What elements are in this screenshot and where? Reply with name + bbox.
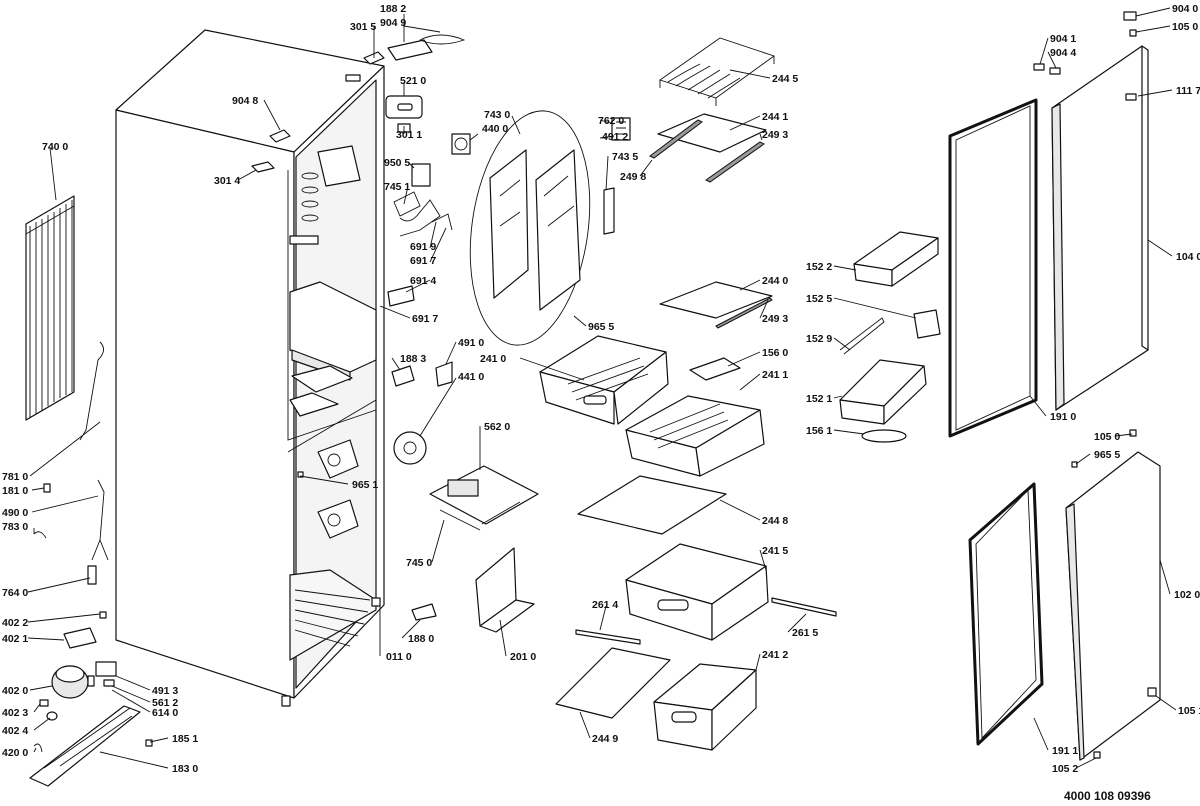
part-label: 241 1 — [762, 369, 788, 381]
part-label: 301 1 — [396, 129, 422, 141]
part-label: 188 2 — [380, 3, 406, 15]
part-label: 152 9 — [806, 333, 832, 345]
part-label: 904 9 — [380, 17, 406, 29]
part-label: 691 7 — [412, 313, 438, 325]
part-label: 743 0 — [484, 109, 510, 121]
part-label: 950 5 — [384, 157, 410, 169]
part-label: 781 0 — [2, 471, 28, 483]
freezer-door — [968, 429, 1161, 761]
part-label: 249 3 — [762, 129, 788, 141]
left-small-parts — [29, 479, 153, 787]
crisper-drawers — [539, 335, 837, 751]
part-label: 249 3 — [762, 313, 788, 325]
part-label: 105 1 — [1178, 705, 1200, 717]
part-label: 745 0 — [406, 557, 432, 569]
part-label: 420 0 — [2, 747, 28, 759]
part-label: 965 1 — [352, 479, 378, 491]
part-label: 188 0 — [408, 633, 434, 645]
part-label: 111 7 — [1176, 85, 1200, 97]
part-label: 191 0 — [1050, 411, 1076, 423]
part-label: 904 1 — [1050, 33, 1076, 45]
part-label: 183 0 — [172, 763, 198, 775]
part-label: 261 4 — [592, 599, 618, 611]
part-label: 181 0 — [2, 485, 28, 497]
part-label: 241 0 — [480, 353, 506, 365]
part-label: 764 0 — [2, 587, 28, 599]
part-label: 441 0 — [458, 371, 484, 383]
leader-lines — [27, 7, 1177, 769]
condenser-coil — [25, 195, 104, 441]
part-label: 244 5 — [772, 73, 798, 85]
part-label: 691 4 — [410, 275, 436, 287]
part-label: 241 2 — [762, 649, 788, 661]
part-label: 965 5 — [1094, 449, 1120, 461]
door-bins — [839, 231, 941, 443]
part-label: 904 0 — [1172, 3, 1198, 15]
part-label: 965 5 — [588, 321, 614, 333]
part-label: 491 0 — [458, 337, 484, 349]
part-label: 745 1 — [384, 181, 410, 193]
part-label: 244 0 — [762, 275, 788, 287]
fridge-door — [948, 11, 1149, 438]
part-label: 152 5 — [806, 293, 832, 305]
part-label: 614 0 — [152, 707, 178, 719]
part-label: 244 8 — [762, 515, 788, 527]
part-label: 011 0 — [386, 651, 412, 663]
wine-rack — [658, 37, 775, 106]
part-label: 904 8 — [232, 95, 258, 107]
part-label: 185 1 — [172, 733, 198, 745]
part-label: 105 0 — [1172, 21, 1198, 33]
part-label: 691 9 — [410, 241, 436, 253]
document-number: 4000 108 09396 — [1064, 789, 1151, 803]
part-label: 156 1 — [806, 425, 832, 437]
part-label: 490 0 — [2, 507, 28, 519]
part-label: 249 8 — [620, 171, 646, 183]
part-label: 104 0 — [1176, 251, 1200, 263]
part-label: 762 0 — [598, 115, 624, 127]
part-label: 152 2 — [806, 261, 832, 273]
part-label: 105 0 — [1094, 431, 1120, 443]
part-label: 402 1 — [2, 633, 28, 645]
part-label: 301 4 — [214, 175, 240, 187]
part-label: 402 0 — [2, 685, 28, 697]
part-labels: 301 5 188 2 904 9 904 8 521 0 301 1 301 4 743 0… — [2, 3, 1200, 775]
part-label: 105 2 — [1052, 763, 1078, 775]
part-label: 521 0 — [400, 75, 426, 87]
fan-and-brackets — [297, 361, 539, 633]
part-label: 491 2 — [602, 131, 628, 143]
part-label: 491 3 — [152, 685, 178, 697]
part-label: 188 3 — [400, 353, 426, 365]
part-label: 402 2 — [2, 617, 28, 629]
part-label: 904 4 — [1050, 47, 1076, 59]
part-label: 241 5 — [762, 545, 788, 557]
part-label: 691 7 — [410, 255, 436, 267]
air-duct-assembly — [469, 110, 631, 346]
part-label: 561 2 — [152, 697, 178, 709]
part-label: 740 0 — [42, 141, 68, 153]
part-label: 201 0 — [510, 651, 536, 663]
part-label: 743 5 — [612, 151, 638, 163]
part-label: 152 1 — [806, 393, 832, 405]
part-label: 783 0 — [2, 521, 28, 533]
part-label: 402 3 — [2, 707, 28, 719]
part-label: 562 0 — [484, 421, 510, 433]
part-label: 301 5 — [350, 21, 376, 33]
part-label: 244 1 — [762, 111, 788, 123]
part-label: 244 9 — [592, 733, 618, 745]
glass-shelves — [555, 113, 773, 719]
refrigerator-cabinet — [115, 29, 385, 707]
part-label: 191 1 — [1052, 745, 1078, 757]
part-label: 402 4 — [2, 725, 28, 737]
part-label: 156 0 — [762, 347, 788, 359]
part-label: 261 5 — [792, 627, 818, 639]
part-label: 440 0 — [482, 123, 508, 135]
part-label: 102 0 — [1174, 589, 1200, 601]
